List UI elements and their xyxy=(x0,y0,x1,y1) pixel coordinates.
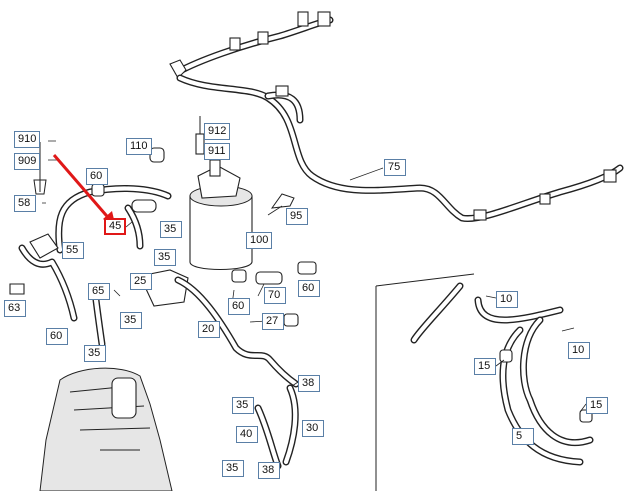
callout-40[interactable]: 40 xyxy=(236,426,258,443)
pump-housing xyxy=(39,367,173,491)
callout-35[interactable]: 35 xyxy=(232,397,254,414)
bracket-95 xyxy=(270,193,295,209)
callout-60[interactable]: 60 xyxy=(86,168,108,185)
callout-38[interactable]: 38 xyxy=(298,375,320,392)
callout-55[interactable]: 55 xyxy=(62,242,84,259)
hose-45-fill xyxy=(125,205,143,249)
fitting-27 xyxy=(283,313,299,327)
connector-top xyxy=(131,199,157,213)
fitting-60-right xyxy=(297,261,317,275)
clamp-110 xyxy=(149,147,165,163)
callout-25[interactable]: 25 xyxy=(130,273,152,290)
hose-65-fill xyxy=(93,297,105,347)
callout-35[interactable]: 35 xyxy=(160,221,182,238)
hose-55 xyxy=(18,185,172,322)
callout-35[interactable]: 35 xyxy=(222,460,244,477)
callout-100[interactable]: 100 xyxy=(246,232,273,249)
line-40-fill xyxy=(255,405,281,469)
callout-10[interactable]: 10 xyxy=(568,342,590,359)
callout-65[interactable]: 65 xyxy=(88,283,110,300)
callout-60[interactable]: 60 xyxy=(46,328,68,345)
callout-75[interactable]: 75 xyxy=(384,159,406,176)
fitting-60-mid xyxy=(231,269,247,283)
callout-911[interactable]: 911 xyxy=(204,143,230,160)
callout-95[interactable]: 95 xyxy=(286,208,308,225)
callout-70[interactable]: 70 xyxy=(264,287,286,304)
callout-35[interactable]: 35 xyxy=(84,345,106,362)
callout-110[interactable]: 110 xyxy=(126,138,152,155)
callout-38[interactable]: 38 xyxy=(258,462,280,479)
callout-10[interactable]: 10 xyxy=(496,291,518,308)
callout-60[interactable]: 60 xyxy=(228,298,250,315)
detail-frame xyxy=(375,273,475,491)
fitting-70 xyxy=(255,271,283,285)
callout-912[interactable]: 912 xyxy=(204,123,231,140)
return-line-75 xyxy=(176,74,624,223)
detail-lines xyxy=(410,282,594,466)
line-30-fill xyxy=(283,385,298,465)
callout-30[interactable]: 30 xyxy=(302,420,324,437)
callout-15[interactable]: 15 xyxy=(586,397,608,414)
callout-909[interactable]: 909 xyxy=(14,153,41,170)
callout-58[interactable]: 58 xyxy=(14,195,36,212)
callout-27[interactable]: 27 xyxy=(262,313,284,330)
callout-60[interactable]: 60 xyxy=(298,280,320,297)
callout-910[interactable]: 910 xyxy=(14,131,41,148)
line-20-fill xyxy=(175,277,299,387)
callout-63[interactable]: 63 xyxy=(4,300,26,317)
callout-45[interactable]: 45 xyxy=(104,218,127,235)
callout-35[interactable]: 35 xyxy=(154,249,176,266)
callout-20[interactable]: 20 xyxy=(198,321,220,338)
bolt-63 xyxy=(9,283,25,295)
callout-5[interactable]: 5 xyxy=(512,428,534,445)
callout-35[interactable]: 35 xyxy=(120,312,142,329)
clamp-60-top xyxy=(91,183,105,197)
callout-15[interactable]: 15 xyxy=(474,358,496,375)
fuel-rail-upper xyxy=(169,11,334,79)
